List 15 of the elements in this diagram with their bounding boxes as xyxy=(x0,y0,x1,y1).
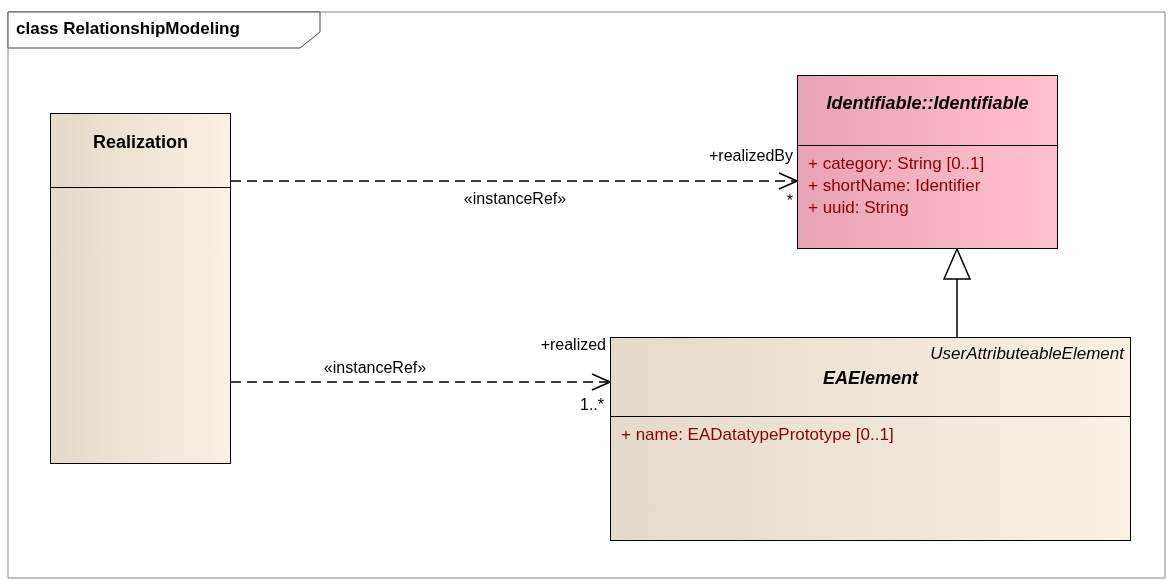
class-name: EAElement xyxy=(823,368,918,389)
attribute-text: + uuid: String xyxy=(808,198,909,218)
diagram-title: class RelationshipModeling xyxy=(16,19,240,39)
attribute-text: + name: EADatatypePrototype [0..1] xyxy=(621,425,894,445)
generalization-arrow xyxy=(943,248,971,338)
class-box xyxy=(50,113,231,464)
class-box xyxy=(610,337,1131,541)
attribute-text: + category: String [0..1] xyxy=(808,154,985,174)
stereotype-text: UserAttributeableElement xyxy=(930,344,1124,364)
class-name: Realization xyxy=(93,132,188,153)
class-name: Identifiable::Identifiable xyxy=(826,93,1029,114)
dependency-arrow xyxy=(230,172,798,190)
class-box xyxy=(797,75,1058,249)
dependency-arrow xyxy=(230,373,611,391)
attribute-text: + shortName: Identifier xyxy=(808,176,981,196)
